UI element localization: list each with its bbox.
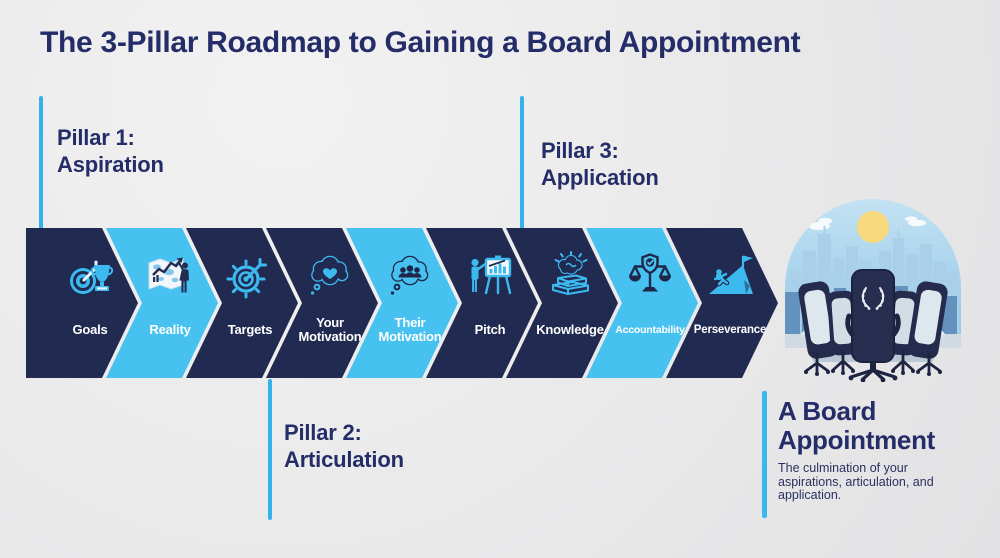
pillar1-connector-line	[39, 96, 43, 230]
pillar3-name: Pillar 3:	[541, 138, 619, 163]
pillar1-label: Pillar 1: Aspiration	[57, 124, 164, 178]
pillar3-connector-line	[520, 96, 524, 230]
step-label: Goals	[72, 322, 108, 337]
step-label: Your Motivation	[298, 315, 362, 344]
step-label: Reality	[149, 322, 191, 337]
result-heading: A Board Appointment	[778, 396, 936, 455]
pillar3-label: Pillar 3: Application	[541, 137, 659, 191]
thought-bubble-people-icon	[384, 250, 436, 302]
step-label: Pitch	[474, 322, 506, 337]
step-label: Knowledge	[536, 322, 604, 337]
boardroom-illustration	[785, 199, 961, 382]
brain-books-icon	[544, 250, 596, 302]
pillar2-connector-line	[268, 379, 272, 520]
page-title: The 3-Pillar Roadmap to Gaining a Board …	[40, 26, 801, 59]
scales-shield-check-icon	[624, 250, 676, 302]
map-analysis-person-icon	[144, 250, 196, 302]
dartboard-arrow-icon	[224, 250, 276, 302]
pillar3-theme: Application	[541, 165, 659, 190]
pillar1-name: Pillar 1:	[57, 125, 135, 150]
mountain-flag-climber-icon	[704, 250, 756, 302]
result-description: The culmination of your aspirations, art…	[778, 461, 934, 502]
pillar1-theme: Aspiration	[57, 152, 164, 177]
presenter-flipchart-icon	[464, 250, 516, 302]
step-label: Accountability	[615, 324, 685, 336]
thought-bubble-heart-icon	[304, 250, 356, 302]
pillar2-name: Pillar 2:	[284, 420, 362, 445]
pillar2-theme: Articulation	[284, 447, 404, 472]
step-label: Targets	[227, 322, 273, 337]
target-trophy-icon	[64, 250, 116, 302]
step-label: Perseverance	[693, 324, 767, 336]
pillar2-label: Pillar 2: Articulation	[284, 419, 404, 473]
step-label: Their Motivation	[378, 315, 442, 344]
result-connector-line	[762, 391, 767, 518]
